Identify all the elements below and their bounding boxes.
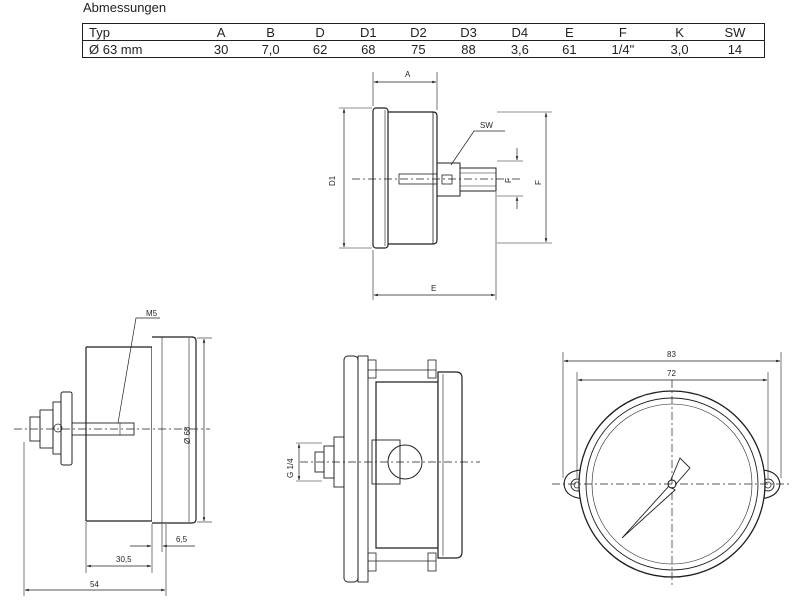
table-cell: 62 xyxy=(296,40,344,58)
table-header-cell: E xyxy=(546,23,593,41)
table-cell: 14 xyxy=(705,40,765,58)
left-side-view xyxy=(14,317,212,596)
label-d68: Ø 68 xyxy=(183,426,192,444)
label-f-large: F xyxy=(534,180,543,185)
table-row: Ø 63 mm 30 7,0 62 68 75 88 3,6 61 1/4" 3… xyxy=(82,40,765,58)
label-83: 83 xyxy=(667,350,676,359)
table-cell: 1/4" xyxy=(592,40,654,58)
table-cell: 61 xyxy=(546,40,593,58)
table-header-cell: A xyxy=(197,23,245,41)
label-f-small: F xyxy=(504,178,513,183)
label-sw: SW xyxy=(480,121,493,130)
table-header-cell: D4 xyxy=(493,23,547,41)
table-header-cell: Typ xyxy=(82,23,198,41)
table-header-cell: SW xyxy=(705,23,765,41)
dimensions-table: Typ A B D D1 D2 D3 D4 E F K SW Ø 63 mm 3… xyxy=(82,23,765,58)
table-cell: 75 xyxy=(393,40,444,58)
front-view xyxy=(552,352,792,588)
table-cell: 3,6 xyxy=(493,40,547,58)
table-cell: 30 xyxy=(197,40,245,58)
middle-rear-view xyxy=(296,355,480,583)
label-e: E xyxy=(431,284,436,293)
table-header-row: Typ A B D D1 D2 D3 D4 E F K SW xyxy=(82,23,765,41)
label-6-5: 6,5 xyxy=(176,535,188,544)
table-header-cell: D2 xyxy=(393,23,444,41)
label-30-5: 30,5 xyxy=(116,555,132,564)
label-a: A xyxy=(405,70,411,79)
table-cell: Ø 63 mm xyxy=(82,40,198,58)
table-header-cell: B xyxy=(244,23,297,41)
label-72: 72 xyxy=(667,369,676,378)
label-54: 54 xyxy=(90,580,99,589)
table-cell: 88 xyxy=(443,40,494,58)
label-g14: G 1/4 xyxy=(286,458,295,478)
table-cell: 3,0 xyxy=(653,40,706,58)
table-cell: 7,0 xyxy=(244,40,297,58)
table-header-cell: F xyxy=(592,23,654,41)
table-header-cell: D xyxy=(296,23,344,41)
page-title: Abmessungen xyxy=(83,0,167,15)
label-m5: M5 xyxy=(146,309,158,318)
label-d1: D1 xyxy=(328,175,337,186)
table-header-cell: K xyxy=(653,23,706,41)
table-header-cell: D1 xyxy=(343,23,394,41)
table-header-cell: D3 xyxy=(443,23,494,41)
top-side-view xyxy=(339,72,552,300)
table-cell: 68 xyxy=(343,40,394,58)
